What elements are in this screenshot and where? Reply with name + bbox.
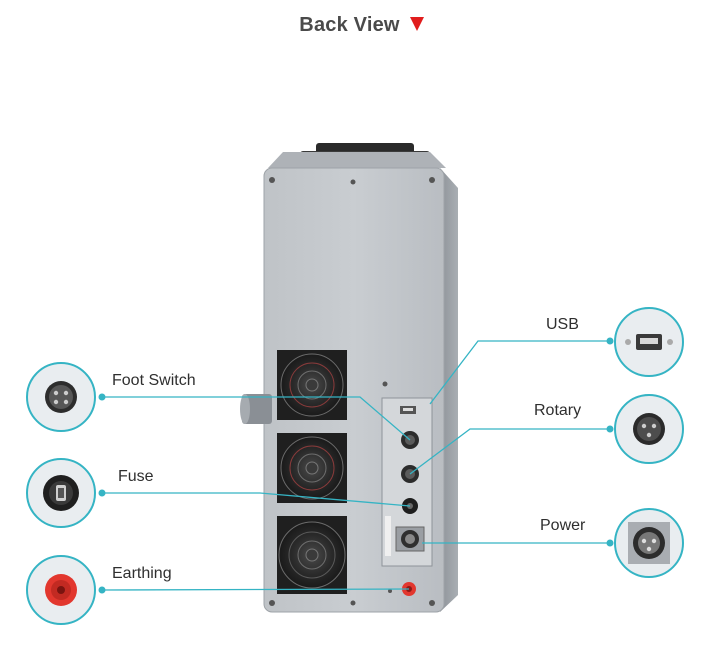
fan-2 <box>277 433 347 503</box>
fuse-closeup <box>26 458 96 528</box>
foot-switch-connector-icon <box>45 381 77 413</box>
title-text: Back View <box>299 14 400 36</box>
fuse-holder-icon <box>43 475 79 511</box>
power-connector-icon <box>628 522 670 564</box>
fan-1 <box>277 350 347 420</box>
earthing-terminal-icon <box>45 574 77 606</box>
corner-screws <box>269 177 435 606</box>
power-closeup <box>614 508 684 578</box>
rotary-label: Rotary <box>534 402 582 419</box>
rotary-connector-icon <box>633 413 665 445</box>
connector-plate <box>381 397 433 567</box>
fan-3 <box>277 516 347 594</box>
power-label: Power <box>540 517 586 534</box>
triangle-down-icon <box>409 16 424 31</box>
foot-switch-label: Foot Switch <box>112 372 196 389</box>
top-cap <box>268 152 446 168</box>
earthing-closeup <box>26 555 96 625</box>
rotary-closeup <box>614 394 684 464</box>
air-tube <box>240 394 272 424</box>
page-title: Back View <box>0 14 723 37</box>
earthing-label: Earthing <box>112 565 172 582</box>
foot-switch-closeup <box>26 362 96 432</box>
usb-label: USB <box>546 316 579 333</box>
usb-closeup <box>614 307 684 377</box>
fuse-label: Fuse <box>118 468 154 485</box>
usb-port-icon <box>625 334 673 350</box>
